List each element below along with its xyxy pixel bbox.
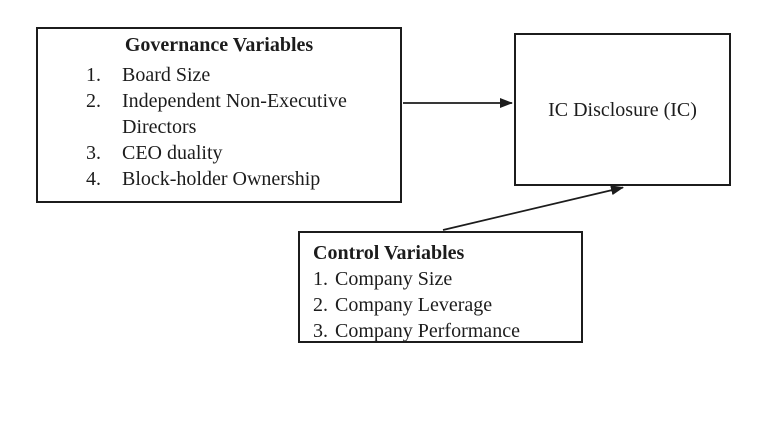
list-item-label: Independent Non-Executive Directors <box>122 90 347 138</box>
list-item-number: 1. <box>86 64 101 86</box>
list-item: 1. Board Size <box>86 62 400 88</box>
list-item: 2. Independent Non-Executive Directors <box>86 88 400 140</box>
control-variables-box: Control Variables 1. Company Size 2. Com… <box>298 231 583 343</box>
list-item-label: Block-holder Ownership <box>122 168 321 190</box>
list-item: 3. Company Performance <box>313 318 575 342</box>
list-item-number: 3. <box>86 142 101 164</box>
arrow-control-to-ic <box>442 185 624 231</box>
list-item: 1. Company Size <box>313 266 575 292</box>
list-item-number: 2. <box>86 90 101 112</box>
list-item-label: Company Leverage <box>335 294 493 316</box>
control-box-title: Control Variables <box>313 242 465 264</box>
list-item-label: Company Size <box>335 268 453 290</box>
ic-disclosure-label: IC Disclosure (IC) <box>548 98 697 121</box>
ic-disclosure-box: IC Disclosure (IC) <box>514 33 731 186</box>
list-item-label: Company Performance <box>335 320 520 342</box>
list-item-number: 2. <box>313 294 328 316</box>
list-item-number: 3. <box>313 320 328 342</box>
list-item-label: Board Size <box>122 64 211 86</box>
list-item-number: 1. <box>313 268 328 290</box>
governance-box-title: Governance Variables <box>124 34 314 56</box>
list-item-number: 4. <box>86 168 101 190</box>
list-item: 4. Block-holder Ownership <box>86 166 400 192</box>
list-item: 3. CEO duality <box>86 140 400 166</box>
governance-variables-box: Governance Variables 1. Board Size 2. In… <box>36 27 402 203</box>
list-item-label: CEO duality <box>122 142 223 164</box>
list-item: 2. Company Leverage <box>313 292 575 318</box>
